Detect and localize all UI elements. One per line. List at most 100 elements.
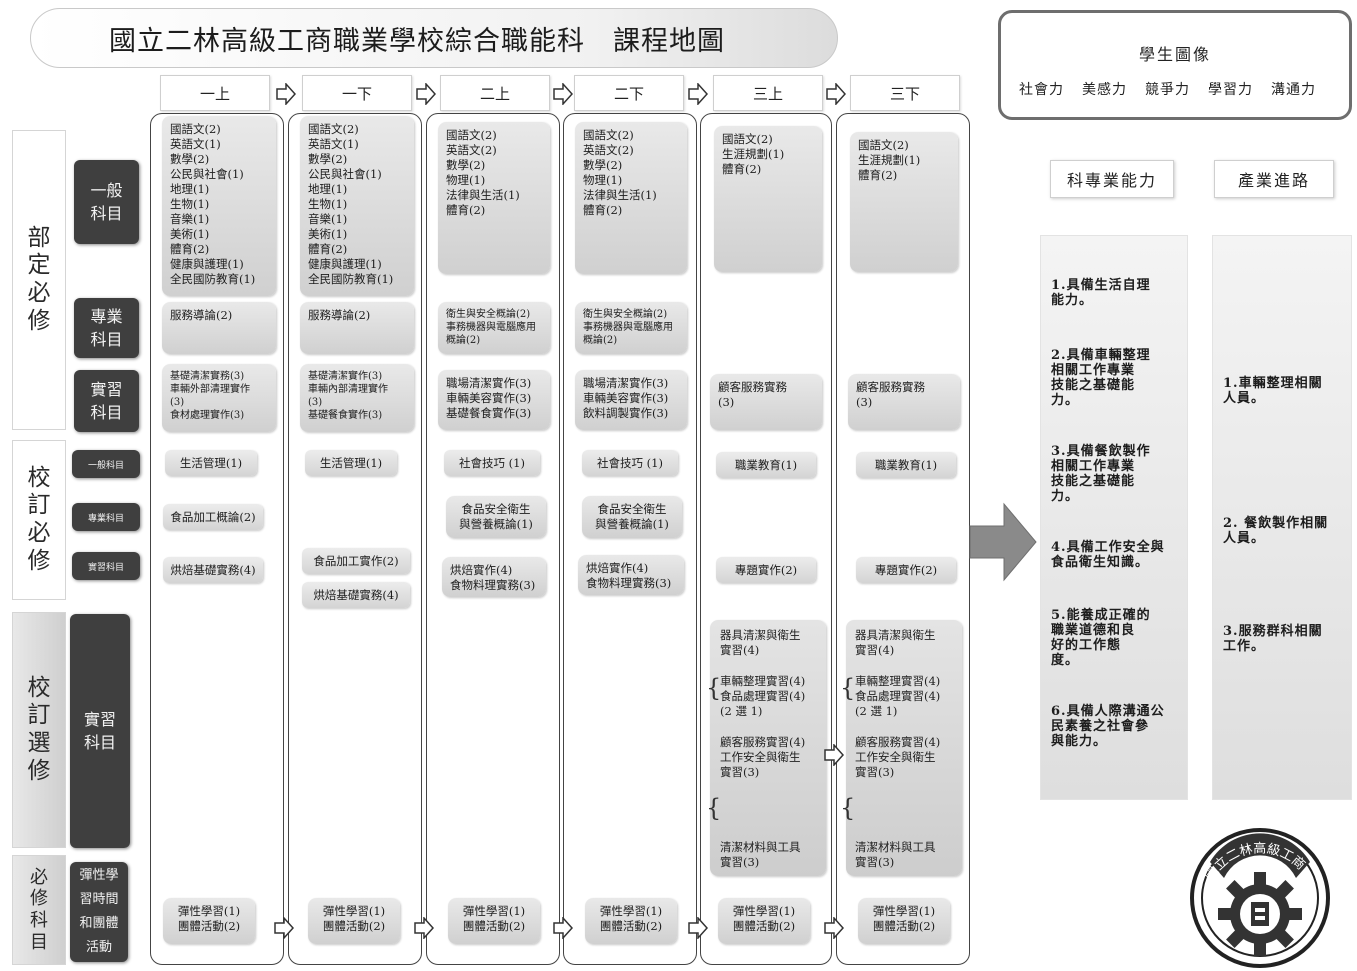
abilities-header: 科專業能力 (1050, 160, 1174, 198)
ability-item: 5.能養成正確的職業道德和良好的工作態度。 (1051, 608, 1151, 668)
school-practice-course: 食品加工實作(2) (302, 548, 410, 574)
portrait-item: 溝通力 (1271, 82, 1316, 98)
general-subject-small-label: 一般科目 (72, 450, 140, 478)
school-professional-course: 食品加工概論(2) (163, 504, 263, 530)
general-subject-label: 一般科目 (74, 160, 139, 244)
right-arrow-icon (414, 917, 434, 939)
professional-courses-box: 衛生與安全概論(2)事務機器與電腦應用概論(2) (575, 302, 687, 354)
semester-header-6: 三下 (850, 75, 960, 111)
school-general-course: 生活管理(1) (165, 450, 257, 476)
right-arrow-icon (824, 744, 844, 766)
school-practice-course: 專題實作(2) (716, 557, 816, 583)
student-portrait-box: 學生圖像 社會力 美感力 競爭力 學習力 溝通力 (998, 10, 1352, 120)
elective-practice-label: 實習科目 (70, 614, 130, 848)
right-arrow-icon (688, 917, 708, 939)
professional-subject-label: 專業科目 (74, 298, 139, 358)
flex-activity-box: 彈性學習(1)團體活動(2) (163, 898, 255, 944)
practice-courses-box: 職場清潔實作(3)車輛美容實作(3)基礎餐食實作(3) (438, 370, 550, 430)
general-courses-box: 國語文(2)英語文(1)數學(2)公民與社會(1)地理(1)生物(1)音樂(1)… (162, 116, 276, 296)
practice-courses-box: 顧客服務實務(3) (848, 374, 960, 430)
practice-courses-box: 顧客服務實務(3) (710, 374, 822, 430)
elective-course-d: 清潔材料與工具實習(3) (720, 840, 801, 869)
general-courses-box: 國語文(2)生涯規劃(1)體育(2) (850, 132, 958, 272)
career-header: 產業進路 (1214, 160, 1334, 198)
elective-courses-box (846, 620, 962, 876)
abilities-column: 1.具備生活自理能力。 2.具備車輛整理相關工作專業技能之基礎能力。 3.具備餐… (1040, 235, 1188, 800)
elective-course-d: 清潔材料與工具實習(3) (855, 840, 936, 869)
portrait-item: 競爭力 (1145, 82, 1190, 98)
elective-course-a: 器具清潔與衛生實習(4) (720, 628, 801, 657)
big-right-arrow-icon (969, 502, 1037, 582)
ability-item: 2.具備車輛整理相關工作專業技能之基礎能力。 (1051, 348, 1151, 408)
portrait-item: 社會力 (1019, 82, 1064, 98)
flex-activity-box: 彈性學習(1)團體活動(2) (585, 898, 677, 944)
flex-activity-box: 彈性學習(1)團體活動(2) (448, 898, 540, 944)
professional-courses-box: 服務導論(2) (300, 302, 414, 354)
career-item: 3.服務群科相關工作。 (1223, 624, 1323, 654)
school-practice-course: 烘焙基礎實務(4) (302, 582, 410, 608)
practice-subject-label: 實習科目 (74, 370, 139, 432)
school-practice-course: 烘焙實作(4)食物料理實務(3) (442, 557, 546, 597)
ability-item: 4.具備工作安全與食品衛生知識。 (1051, 540, 1165, 570)
professional-subject-small-label: 專業科目 (72, 503, 140, 531)
general-courses-box: 國語文(2)英語文(1)數學(2)公民與社會(1)地理(1)生物(1)音樂(1)… (300, 116, 414, 296)
semester-header-3: 二上 (440, 75, 550, 111)
general-courses-box: 國語文(2)英語文(2)數學(2)物理(1)法律與生活(1)體育(2) (575, 122, 687, 274)
flex-activity-box: 彈性學習(1)團體活動(2) (718, 898, 810, 944)
elective-courses-box (710, 620, 826, 876)
practice-subject-small-label: 實習科目 (72, 552, 140, 580)
career-column: 1.車輛整理相關人員。 2. 餐飲製作相關人員。 3.服務群科相關工作。 (1212, 235, 1352, 800)
ability-item: 6.具備人際溝通公民素養之社會參與能力。 (1051, 704, 1165, 749)
page-title-text: 國立二林高級工商職業學校綜合職能科 課程地圖 (109, 25, 725, 57)
elective-course-a: 器具清潔與衛生實習(4) (855, 628, 936, 657)
right-arrow-icon (274, 917, 294, 939)
school-general-course: 生活管理(1) (305, 450, 397, 476)
right-arrow-icon (553, 917, 573, 939)
flex-activity-box: 彈性學習(1)團體活動(2) (308, 898, 400, 944)
portrait-items: 社會力 美感力 競爭力 學習力 溝通力 (1019, 79, 1316, 99)
elective-course-c: 顧客服務實習(4)工作安全與衛生實習(3) (720, 735, 806, 779)
semester-header-4: 二下 (574, 75, 684, 111)
semester-header-1: 一上 (160, 75, 270, 111)
practice-courses-box: 基礎清潔實務(3)車輛外部清理實作(3)食材處理實作(3) (162, 364, 276, 432)
school-professional-course: 食品安全衛生與營養概論(1) (582, 496, 682, 538)
ability-item: 1.具備生活自理能力。 (1051, 278, 1151, 308)
page-title: 國立二林高級工商職業學校綜合職能科 課程地圖 (30, 8, 838, 68)
professional-courses-box: 服務導論(2) (162, 302, 276, 354)
right-arrow-icon (416, 83, 436, 105)
dept-required-label: 部定必修 (12, 130, 66, 430)
school-professional-course: 食品安全衛生與營養概論(1) (446, 496, 546, 538)
school-elective-label: 校訂選修 (12, 612, 66, 848)
school-practice-course: 烘焙基礎實務(4) (163, 557, 263, 583)
school-required-label: 校訂必修 (12, 440, 66, 600)
school-seal-logo: 國立二林高級工商 (1190, 828, 1330, 968)
bracket-icon: { (840, 674, 856, 702)
bracket-icon: { (706, 794, 722, 822)
portrait-item: 學習力 (1208, 82, 1253, 98)
school-general-course: 社會技巧 (1) (444, 450, 540, 476)
right-arrow-icon (276, 83, 296, 105)
ability-item: 3.具備餐飲製作相關工作專業技能之基礎能力。 (1051, 444, 1151, 504)
flex-activity-box: 彈性學習(1)團體活動(2) (858, 898, 950, 944)
school-general-course: 社會技巧 (1) (582, 450, 678, 476)
school-general-course: 職業教育(1) (856, 452, 956, 478)
career-item: 1.車輛整理相關人員。 (1223, 376, 1323, 406)
right-arrow-icon (688, 83, 708, 105)
general-courses-box: 國語文(2)英語文(2)數學(2)物理(1)法律與生活(1)體育(2) (438, 122, 550, 274)
flex-learning-label: 彈性學習時間和團體活動 (70, 862, 128, 962)
required-subject-label: 必修科目 (12, 855, 66, 965)
school-general-course: 職業教育(1) (716, 452, 816, 478)
professional-courses-box: 衛生與安全概論(2)事務機器與電腦應用概論(2) (438, 302, 550, 354)
school-practice-course: 專題實作(2) (856, 557, 956, 583)
right-arrow-icon (824, 917, 844, 939)
semester-header-2: 一下 (302, 75, 412, 111)
right-arrow-icon (553, 83, 573, 105)
right-arrow-icon (826, 83, 846, 105)
elective-course-c: 顧客服務實習(4)工作安全與衛生實習(3) (855, 735, 941, 779)
portrait-item: 美感力 (1082, 82, 1127, 98)
elective-course-b: 車輛整理實習(4)食品處理實習(4)(2 選 1) (720, 674, 806, 718)
school-practice-course: 烘焙實作(4)食物料理實務(3) (578, 555, 684, 595)
practice-courses-box: 職場清潔實作(3)車輛美容實作(3)飲料調製實作(3) (575, 370, 687, 430)
semester-header-5: 三上 (713, 75, 823, 111)
bracket-icon: { (706, 674, 722, 702)
